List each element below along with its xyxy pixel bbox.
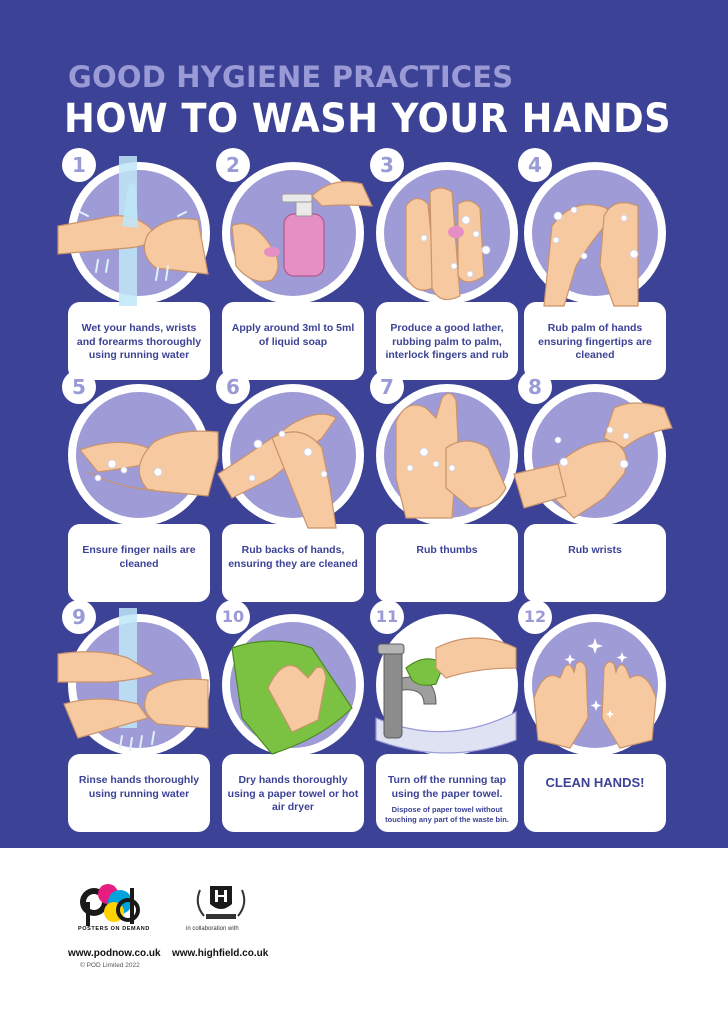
step-card	[376, 302, 518, 380]
step-card	[376, 754, 518, 832]
step-card	[524, 754, 666, 832]
step-8: 8 Rub wrists	[513, 370, 673, 606]
step-number: 3	[370, 148, 404, 182]
step-text: Dry hands thoroughly using a paper towel…	[227, 774, 359, 813]
lather-illustration	[405, 187, 491, 301]
rub-thumbs-illustration	[395, 392, 507, 519]
step-number: 8	[518, 370, 552, 404]
step-text: Apply around 3ml to 5ml of liquid soap	[231, 322, 355, 348]
step-text: CLEAN HANDS!	[545, 775, 645, 790]
step-card	[68, 302, 210, 380]
step-card	[222, 302, 364, 380]
step-main-text: Turn off the running tap using the paper…	[387, 774, 507, 800]
step-number: 11	[370, 600, 404, 634]
step-card	[524, 524, 666, 602]
step-text: Rub backs of hands, ensuring they are cl…	[228, 544, 358, 570]
rub-wrists-illustration	[513, 402, 673, 519]
step-card	[222, 524, 364, 602]
highfield-logo	[196, 886, 246, 919]
poster-title: HOW TO WASH YOUR HANDS	[64, 96, 672, 142]
rinse-hands-illustration	[57, 608, 209, 751]
step-1: 1 Wet your hands, wrists and forearms th…	[57, 148, 210, 384]
step-9: 9 Rinse hands thoroughly using running w…	[57, 600, 210, 836]
turn-off-tap-illustration	[375, 637, 517, 754]
pod-tagline: POSTERS ON DEMAND	[78, 926, 150, 932]
step-card	[524, 302, 666, 380]
step-10: 10 Dry hands thoroughly using a paper to…	[216, 600, 364, 836]
step-text: Rinse hands thoroughly using running wat…	[78, 774, 200, 800]
step-number: 5	[62, 370, 96, 404]
step-3: 3 Produce a good lather, rubbing palm to…	[370, 148, 518, 384]
poster-subtitle: GOOD HYGIENE PRACTICES	[68, 60, 514, 94]
step-number: 1	[62, 148, 96, 182]
pod-website-link[interactable]: www.podnow.co.uk	[68, 948, 161, 959]
step-5: 5 Ensure finger nails are cleaned	[62, 370, 219, 606]
step-6: 6 Rub backs of hands, ensuring they are …	[216, 370, 364, 606]
step-text: Produce a good lather, rubbing palm to p…	[385, 322, 509, 361]
step-2: 2 Apply around 3ml to 5ml of liquid soap	[216, 148, 373, 384]
step-text: Rub palm of hands ensuring fingertips ar…	[538, 322, 652, 361]
highfield-website-link[interactable]: www.highfield.co.uk	[172, 948, 269, 959]
step-card	[222, 754, 364, 832]
step-number: 4	[518, 148, 552, 182]
step-7: 7 Rub thumbs	[370, 370, 518, 606]
dry-hands-towel-illustration	[231, 640, 353, 755]
step-12: 12 CLEAN HANDS!	[518, 600, 666, 836]
collaboration-text: in collaboration with	[186, 926, 239, 932]
step-text: Turn off the running tap using the paper…	[380, 774, 514, 825]
step-number: 12	[518, 600, 552, 634]
step-number: 10	[216, 600, 250, 634]
step-text: Rub thumbs	[416, 544, 478, 556]
rub-palm-illustration	[543, 202, 639, 307]
backs-of-hands-illustration	[217, 413, 337, 529]
step-card	[68, 524, 210, 602]
wet-hands-illustration	[57, 156, 209, 306]
step-number: 6	[216, 370, 250, 404]
step-number: 9	[62, 600, 96, 634]
step-text: Rub wrists	[568, 544, 622, 556]
step-number: 2	[216, 148, 250, 182]
finger-nails-illustration	[79, 430, 219, 497]
pod-logo	[80, 884, 140, 926]
step-11: 11 Turn off the running tap using the pa…	[370, 600, 518, 836]
poster-background: GOOD HYGIENE PRACTICES HOW TO WASH YOUR …	[0, 0, 728, 848]
step-4: 4 Rub palm of hands ensuring fingertips …	[518, 148, 666, 384]
step-card	[376, 524, 518, 602]
copyright-text: © POD Limited 2022	[80, 962, 140, 969]
step-number: 7	[370, 370, 404, 404]
step-text: Ensure finger nails are cleaned	[82, 544, 196, 570]
soap-pump-illustration	[231, 181, 373, 282]
step-card	[68, 754, 210, 832]
clean-hands-illustration	[533, 638, 657, 749]
step-note: Dispose of paper towel without touching …	[385, 805, 509, 824]
step-text: Wet your hands, wrists and forearms thor…	[76, 322, 202, 361]
